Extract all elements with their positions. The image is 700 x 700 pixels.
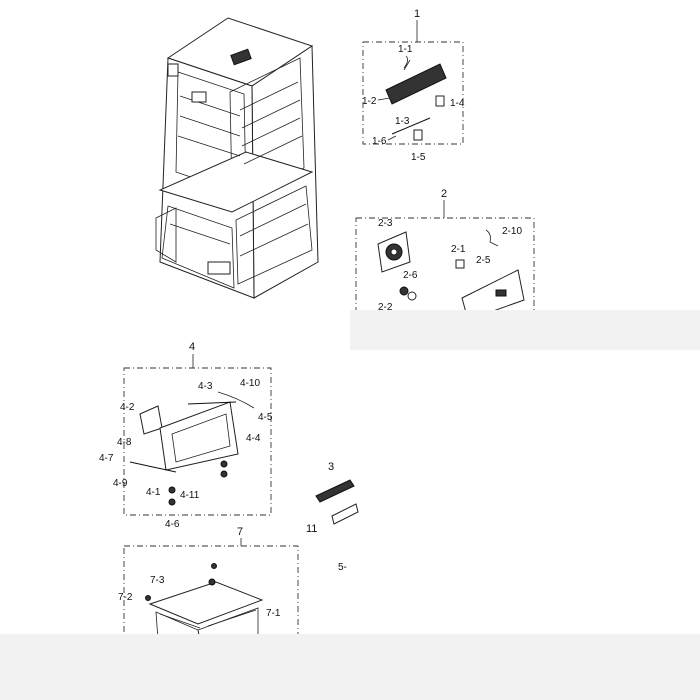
part-4-11: 4-11 (180, 490, 200, 501)
part-11: 11 (306, 523, 317, 535)
part-4-7: 4-7 (99, 453, 114, 464)
cabinet-illustration (155, 17, 319, 299)
part-5: 5- (338, 562, 347, 573)
part-1-5: 1-5 (411, 152, 426, 163)
part-2-1: 2-1 (451, 244, 466, 255)
part-2-6: 2-6 (403, 270, 418, 281)
group-1-number: 1 (414, 8, 420, 20)
group-2: 2 2-3 2-10 2-1 2-5 2-6 2-2 (355, 188, 535, 329)
part-7-1: 7-1 (266, 608, 281, 619)
part-4-8: 4-8 (117, 437, 132, 448)
part-1-6: 1-6 (372, 136, 387, 147)
group-4-number: 4 (189, 341, 195, 353)
standalone-parts: 3 11 5- (306, 461, 359, 573)
part-4-5: 4-5 (258, 412, 273, 423)
part-1-1: 1-1 (398, 44, 413, 55)
part-1-3: 1-3 (395, 116, 410, 127)
group-7: 7 7-3 7-2 7-1 (118, 526, 299, 641)
group-2-number: 2 (441, 188, 447, 200)
part-7-3: 7-3 (150, 575, 165, 586)
part-3: 3 (328, 461, 334, 473)
part-2-10: 2-10 (502, 226, 522, 237)
part-7-2: 7-2 (118, 592, 133, 603)
part-4-2: 4-2 (120, 402, 135, 413)
part-1-2: 1-2 (362, 96, 377, 107)
part-4-3: 4-3 (198, 381, 213, 392)
group-7-number: 7 (237, 526, 243, 538)
group-1: 1 1-1 1-2 1-3 1-4 1-5 1-6 (362, 8, 465, 163)
obscured-region (350, 310, 700, 350)
part-4-1: 4-1 (146, 487, 161, 498)
obscured-bottom (0, 634, 700, 700)
part-4-10: 4-10 (240, 378, 260, 389)
part-2-2: 2-2 (378, 302, 393, 313)
part-4-6: 4-6 (165, 519, 180, 530)
part-4-4: 4-4 (246, 433, 261, 444)
part-4-9: 4-9 (113, 478, 128, 489)
part-2-5: 2-5 (476, 255, 491, 266)
part-2-3: 2-3 (378, 218, 393, 229)
group-4: 4 4-2 4-3 4-10 4-5 4-8 4-4 4-7 4-9 4-1 4… (99, 341, 273, 530)
part-1-4: 1-4 (450, 98, 465, 109)
